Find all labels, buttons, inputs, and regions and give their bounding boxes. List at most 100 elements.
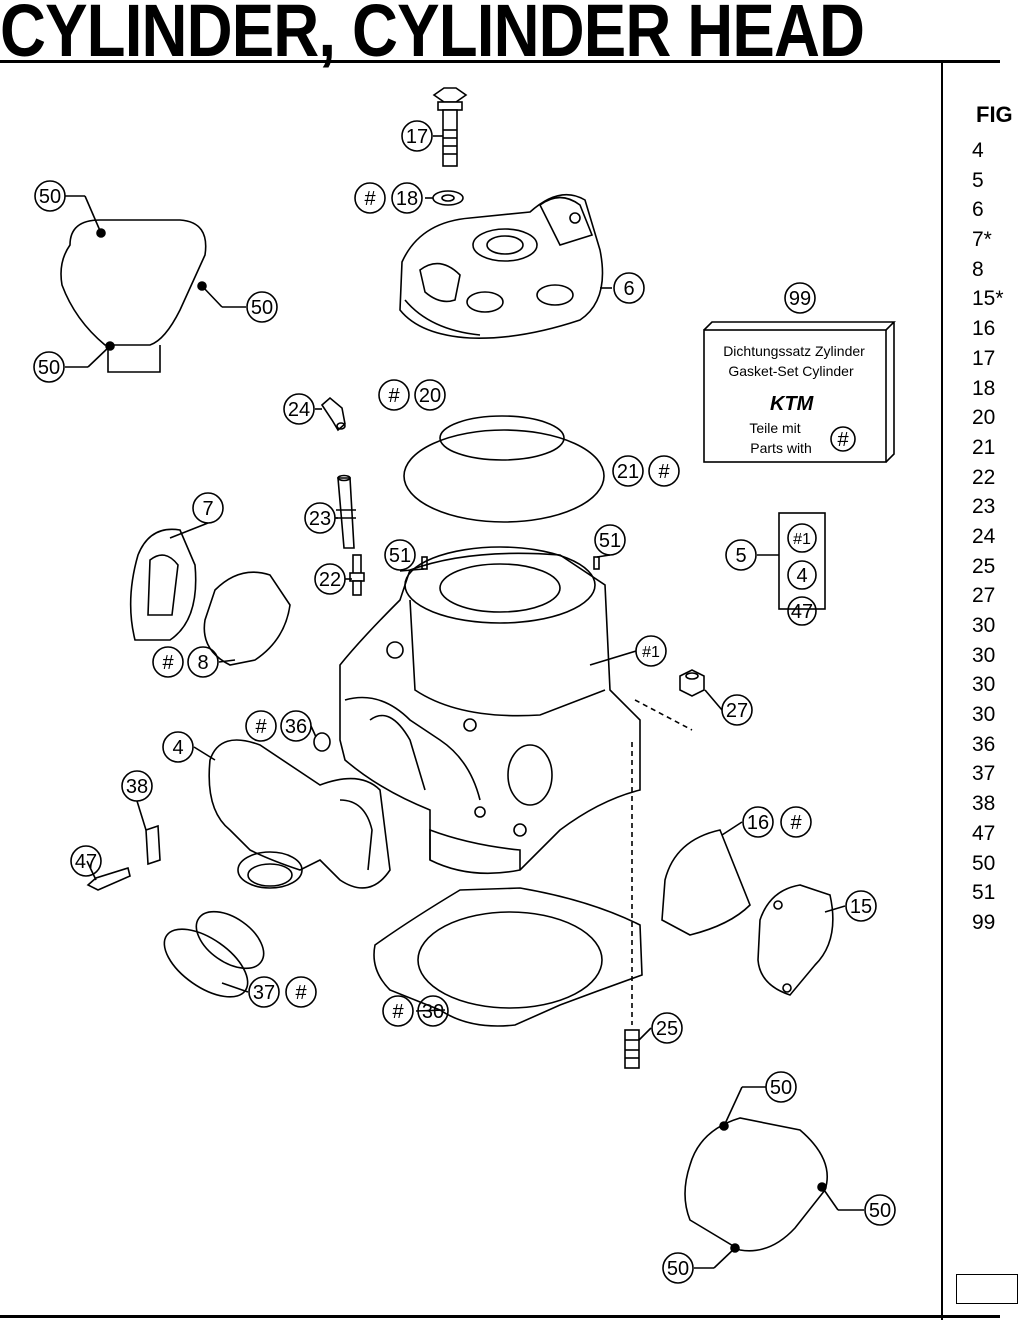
cover-7-drawing (129, 528, 197, 641)
svg-text:38: 38 (126, 776, 148, 798)
callout-51-b: 51 (594, 524, 626, 556)
list-item: 36 (972, 732, 996, 756)
callout-7: 7 (192, 492, 224, 524)
callout-hash-30: # (382, 995, 414, 1027)
list-item: 50 (972, 851, 996, 875)
list-item: 27 (972, 584, 996, 608)
footer-rule (0, 1315, 1000, 1318)
callout-15: 15 (845, 890, 877, 922)
base-gasket-30-drawing (373, 887, 643, 1027)
callout-25: 25 (651, 1012, 683, 1044)
list-item: 47 (972, 821, 996, 845)
clamp-38-drawing (145, 824, 161, 866)
callout-50-a: 50 (34, 180, 66, 212)
cylinder-head-6-drawing (399, 193, 604, 339)
callout-hash-21: # (648, 455, 680, 487)
svg-text:#: # (255, 716, 267, 738)
side-panel-box (956, 1274, 1018, 1304)
gasket-50-top-drawing (60, 219, 207, 373)
svg-text:#: # (388, 385, 400, 407)
callout-hash-16: # (780, 806, 812, 838)
callout-5-hash1: #1 (787, 523, 817, 553)
list-item: 25 (972, 554, 996, 578)
svg-text:4: 4 (796, 565, 807, 587)
list-item: 7* (972, 228, 992, 252)
svg-text:50: 50 (38, 357, 60, 379)
gasket-16-drawing (661, 829, 751, 936)
assembly-dashed-line (631, 699, 693, 1025)
screw-47-drawing (86, 866, 131, 891)
exploded-parts-diagram: Dichtungssatz Zylinder Gasket-Set Cylind… (33, 87, 896, 1284)
o-ring-37-b-drawing (163, 928, 249, 998)
callout-22: 22 (314, 563, 346, 595)
svg-text:17: 17 (406, 126, 428, 148)
svg-text:24: 24 (288, 399, 310, 421)
list-item: 30 (972, 643, 996, 667)
callout-21: 21 (612, 455, 644, 487)
svg-text:4: 4 (172, 737, 183, 759)
svg-text:#: # (790, 812, 802, 834)
svg-text:50: 50 (770, 1077, 792, 1099)
svg-text:18: 18 (396, 188, 418, 210)
svg-text:50: 50 (251, 297, 273, 319)
svg-text:21: 21 (617, 461, 639, 483)
list-item: 16 (972, 317, 996, 341)
callout-50-e: 50 (864, 1194, 896, 1226)
side-panel-header: FIG (976, 102, 1013, 127)
bolt-17-drawing (432, 87, 468, 167)
svg-text:47: 47 (791, 601, 813, 623)
nut-27-drawing (679, 669, 705, 697)
gasket-kit-box: Dichtungssatz Zylinder Gasket-Set Cylind… (703, 321, 896, 463)
callout-27: 27 (721, 694, 753, 726)
gasket-50-bottom-drawing (684, 1117, 829, 1253)
kit-5-box (778, 512, 826, 610)
svg-text:#1: #1 (793, 531, 811, 548)
callout-23: 23 (304, 502, 336, 534)
callout-50-d: 50 (765, 1071, 797, 1103)
list-item: 38 (972, 792, 996, 816)
list-item: 51 (972, 881, 996, 905)
svg-text:27: 27 (726, 700, 748, 722)
callout-hash-20: # (378, 379, 410, 411)
kit-symbol: # (837, 429, 849, 451)
callout-16: 16 (742, 806, 774, 838)
list-item: 8 (972, 257, 984, 281)
callout-18: 18 (391, 182, 423, 214)
list-item: 6 (972, 198, 984, 222)
svg-text:50: 50 (869, 1200, 891, 1222)
svg-text:#: # (295, 982, 307, 1004)
svg-text:16: 16 (747, 812, 769, 834)
o-ring-37-a-drawing (195, 910, 265, 970)
intake-flange-4-drawing (208, 739, 391, 889)
svg-text:#: # (658, 461, 670, 483)
callout-6: 6 (613, 272, 645, 304)
kit-line2: Gasket-Set Cylinder (728, 363, 854, 379)
list-item: 24 (972, 524, 996, 548)
callout-30: 30 (417, 995, 449, 1027)
svg-text:20: 20 (419, 385, 441, 407)
callouts: 17 # 18 6 99 50 50 50 24 # 20 21 # 23 7 … (33, 120, 896, 1284)
callout-51-a: 51 (384, 539, 416, 571)
header-rule (0, 60, 1000, 63)
callout-50-f: 50 (662, 1252, 694, 1284)
svg-text:50: 50 (667, 1258, 689, 1280)
o-ring-36-drawing (313, 732, 331, 752)
ktm-logo: KTM (770, 393, 815, 415)
callout-17: 17 (401, 120, 433, 152)
list-item: 20 (972, 406, 996, 430)
list-item: 4 (972, 139, 984, 162)
svg-text:30: 30 (422, 1001, 444, 1023)
callout-5-4: 4 (787, 560, 817, 590)
callout-hash-18: # (354, 182, 386, 214)
list-item: 21 (972, 435, 996, 459)
list-item: 15* (972, 287, 1004, 311)
callout-4: 4 (162, 731, 194, 763)
page-title: CYLINDER, CYLINDER HEAD (0, 0, 865, 72)
dowel-51-right-drawing (593, 556, 600, 570)
svg-text:99: 99 (789, 288, 811, 310)
list-item: 23 (972, 495, 996, 519)
callout-99: 99 (784, 282, 816, 314)
kit-line3: Teile mit (749, 420, 800, 436)
svg-text:51: 51 (599, 530, 621, 552)
callout-5c: 47 (787, 596, 817, 626)
